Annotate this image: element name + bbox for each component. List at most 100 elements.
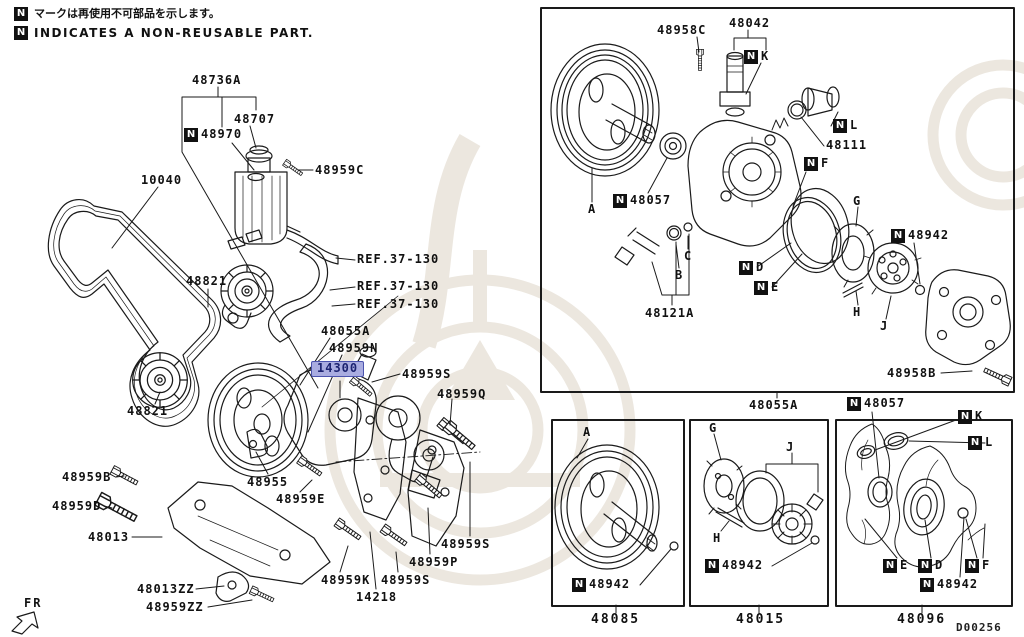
part-label-48013zz[interactable]: 48013ZZ: [137, 582, 195, 596]
non-reusable-icon: N: [14, 26, 28, 41]
part-label-48055a-inset[interactable]: 48055A: [749, 398, 799, 412]
non-reusable-icon: N: [918, 559, 932, 573]
part-label-48959d[interactable]: 48959D: [52, 499, 102, 513]
callout-j-box2: J: [786, 440, 795, 454]
part-label-48042[interactable]: 48042: [729, 16, 771, 30]
box-caption-48015[interactable]: 48015: [736, 612, 786, 627]
part-label-48959k[interactable]: 48959K: [321, 573, 371, 587]
part-label-48736a[interactable]: 48736A: [192, 73, 242, 87]
callout-a: A: [588, 202, 597, 216]
pump-assembly-drawing: [207, 346, 445, 499]
part-label-48707[interactable]: 48707: [234, 112, 276, 126]
box-48096-border: [835, 419, 1013, 607]
callout-g: G: [853, 194, 862, 208]
part-label-48959q[interactable]: 48959Q: [437, 387, 487, 401]
note-jp: N マークは再使用不可部品を示します。: [14, 7, 220, 21]
box-caption-48085[interactable]: 48085: [591, 612, 641, 627]
part-label-48121a[interactable]: 48121A: [645, 306, 695, 320]
part-label-48959s-2[interactable]: 48959S: [381, 573, 431, 587]
part-label-14218[interactable]: 14218: [356, 590, 398, 604]
fr-direction-label: FR: [24, 596, 43, 610]
callout-l-box3-text: L: [985, 435, 994, 450]
non-reusable-icon: N: [804, 157, 818, 171]
part-label-48821-1[interactable]: 48821: [186, 274, 228, 288]
part-label-48959s-3[interactable]: 48959S: [441, 537, 491, 551]
non-reusable-icon: N: [572, 578, 586, 592]
part-label-48959e[interactable]: 48959E: [276, 492, 326, 506]
part-label-48959s-1[interactable]: 48959S: [402, 367, 452, 381]
note-jp-text: マークは再使用不可部品を示します。: [34, 7, 220, 21]
non-reusable-icon: N: [833, 119, 847, 133]
diagram-code: D00256: [956, 621, 1002, 634]
fr-arrow-icon: [11, 611, 39, 635]
part-label-14300-highlighted[interactable]: 14300: [311, 361, 365, 377]
inset-exploded-drawing: [550, 43, 1013, 387]
non-reusable-icon: N: [613, 194, 627, 208]
callout-h: H: [853, 305, 862, 319]
part-label-48959c[interactable]: 48959C: [315, 163, 365, 177]
non-reusable-icon: N: [744, 50, 758, 64]
part-label-48959n[interactable]: 48959N: [329, 341, 379, 355]
part-label-48959p[interactable]: 48959P: [409, 555, 459, 569]
part-label-48942-box2-text: 48942: [722, 558, 764, 573]
part-label-48013[interactable]: 48013: [88, 530, 130, 544]
non-reusable-icon: N: [958, 410, 972, 424]
part-label-48111[interactable]: 48111: [826, 138, 868, 152]
belt-10040-drawing: [47, 199, 222, 427]
non-reusable-icon: N: [965, 559, 979, 573]
ref-label-37-130-1[interactable]: REF.37-130: [357, 252, 440, 266]
callout-f-text: F: [821, 156, 830, 171]
callout-l-text: L: [850, 118, 859, 133]
part-label-48955[interactable]: 48955: [247, 475, 289, 489]
part-label-48959b[interactable]: 48959B: [62, 470, 112, 484]
non-reusable-icon: N: [883, 559, 897, 573]
callout-b: B: [675, 268, 684, 282]
box-48015-border: [689, 419, 829, 607]
part-label-48821-2[interactable]: 48821: [127, 404, 169, 418]
part-label-48942-box1-text: 48942: [589, 577, 631, 592]
part-label-48055a[interactable]: 48055A: [321, 324, 371, 338]
brackets-drawing: [167, 397, 465, 602]
box-48096-drawing: [844, 423, 985, 568]
callout-e-box3-text: E: [900, 558, 909, 573]
non-reusable-icon: N: [739, 261, 753, 275]
callout-k-text: K: [761, 49, 770, 64]
inset-box-border: [540, 7, 1015, 393]
note-en-text: INDICATES A NON-REUSABLE PART.: [34, 26, 314, 40]
callout-g-box2: G: [709, 421, 718, 435]
ref-label-37-130-3[interactable]: REF.37-130: [357, 297, 440, 311]
part-label-48942-box3-text: 48942: [937, 577, 979, 592]
part-label-48942-inset-text: 48942: [908, 228, 950, 243]
ref-label-37-130-2[interactable]: REF.37-130: [357, 279, 440, 293]
callout-a-box1: A: [583, 425, 592, 439]
non-reusable-icon: N: [891, 229, 905, 243]
callout-k-box3-text: K: [975, 409, 984, 424]
non-reusable-icon: N: [754, 281, 768, 295]
part-label-48057-text: 48057: [630, 193, 672, 208]
part-label-48958c[interactable]: 48958C: [657, 23, 707, 37]
part-label-48958b[interactable]: 48958B: [887, 366, 937, 380]
callout-d-text: D: [756, 260, 765, 275]
part-label-48959zz[interactable]: 48959ZZ: [146, 600, 204, 614]
box-caption-48096[interactable]: 48096: [897, 612, 947, 627]
part-label-10040[interactable]: 10040: [141, 173, 183, 187]
callout-f-box3-text: F: [982, 558, 991, 573]
callout-c: C: [684, 249, 693, 263]
